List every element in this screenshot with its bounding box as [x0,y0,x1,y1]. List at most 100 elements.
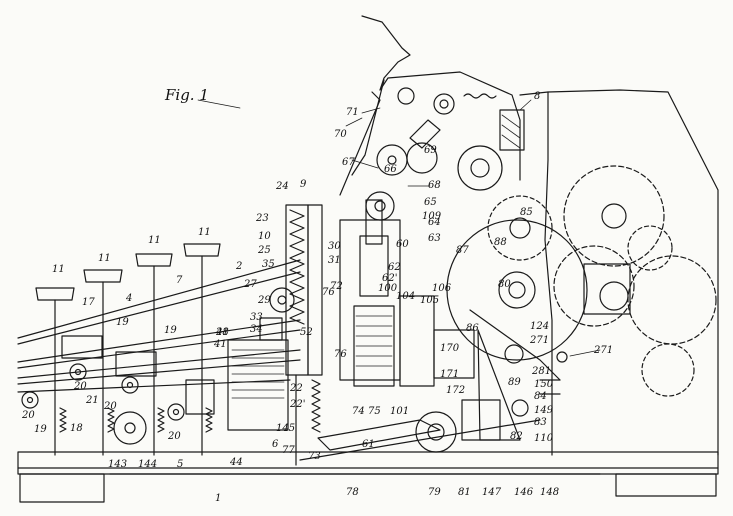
ref-numeral: 22 [290,383,303,394]
ref-numeral: 64 [428,217,441,228]
ref-numeral: 18 [70,423,83,434]
ref-numeral: 2 [236,261,243,272]
ref-numeral: 6 [272,439,279,450]
ref-numeral: 145 [276,423,296,434]
ref-numeral: 11 [98,253,111,264]
ref-numeral: 147 [482,487,502,498]
ref-numeral: 80 [498,279,511,290]
ref-numeral: 23 [256,213,269,224]
ref-numeral: 71 [346,107,359,118]
ref-numeral: 25 [258,245,271,256]
ref-numeral: 88 [494,237,507,248]
ref-numeral: 271 [594,345,614,356]
ref-numeral: 30 [328,241,341,252]
type-bar-column [227,204,323,466]
ref-numeral: 65 [424,197,437,208]
ref-numeral: 146 [514,487,534,498]
ref-numeral: 62 [388,262,401,273]
ref-numeral: 20 [22,410,35,421]
figure-label: Fig. 1 [165,86,209,104]
ref-numeral: 106 [432,283,452,294]
ref-numeral: 62' [382,273,398,284]
ref-numeral: 35 [262,259,275,270]
ref-numeral: 66 [384,164,397,175]
machine-base [17,451,719,503]
ref-numeral: 172 [446,385,466,396]
ref-numeral: 5 [177,459,184,470]
ref-numeral: 31 [328,255,341,266]
ref-numeral: 17 [82,297,95,308]
ref-numeral: 11 [52,264,65,275]
ref-numeral: 86 [466,323,479,334]
ref-numeral: 73 [308,451,321,462]
ref-numeral: 21 [86,395,99,406]
ref-numeral: 61 [362,439,375,450]
ref-numeral: 79 [428,487,441,498]
upper-housing [339,15,525,196]
ref-numeral: 44 [230,457,243,468]
ref-numeral: 11 [198,227,211,238]
ref-numeral: 10 [258,231,271,242]
ref-numeral: 27 [244,279,257,290]
ref-numeral: 63 [428,233,441,244]
ref-numeral: 24 [276,181,289,192]
ref-numeral: 105 [420,295,440,306]
ref-numeral: 19 [116,317,129,328]
ref-numeral: 81 [458,487,471,498]
ref-numeral: 52 [300,327,313,338]
ref-numeral: 109 [422,211,442,222]
ref-numeral: 67 [342,157,355,168]
ref-numeral: 76 [334,349,347,360]
gear-train [446,165,717,441]
ref-numeral: 101 [390,406,410,417]
ref-numeral: 4 [126,293,133,304]
ref-numeral: 70 [334,129,347,140]
ref-numeral: 19 [164,325,177,336]
leader-lines [197,99,601,357]
ref-numeral: 22' [290,399,306,410]
ref-numeral: 87 [456,245,469,256]
ref-numeral: 33 [250,312,263,323]
ref-numeral: 68 [428,180,441,191]
ref-numeral: 82 [510,431,523,442]
ref-numeral: 143 [108,459,128,470]
ref-numeral: 34 [250,324,263,335]
ref-numeral: 171 [440,369,460,380]
ref-numeral: 271 [530,335,550,346]
ref-numeral: 7 [176,275,183,286]
ref-numeral: 20 [168,431,181,442]
ref-numeral: 74 [352,406,365,417]
ref-numeral: 48 [216,327,229,338]
ref-numeral: 150 [534,379,554,390]
ref-numeral: 1 [215,493,222,504]
ref-numeral: 29 [258,295,271,306]
ref-numeral: 144 [138,459,158,470]
ref-numeral: 20 [74,381,87,392]
ref-numeral: 170 [440,343,460,354]
ref-numeral: 148 [540,487,560,498]
ref-numeral: 100 [378,283,398,294]
ref-numeral: 76 [322,287,335,298]
ref-numeral: 149 [534,405,554,416]
ref-numeral: 41 [214,339,227,350]
ref-numeral: 77 [282,445,295,456]
ref-numeral: 124 [530,321,550,332]
ref-numeral: 89 [508,377,521,388]
ref-numeral: 72 [330,281,343,292]
right-frame [519,89,719,456]
ref-numeral: 9 [300,179,307,190]
keyboard-section [17,243,301,456]
ref-numeral: 84 [534,391,547,402]
ref-numeral: 75 [368,406,381,417]
ref-numeral: 110 [534,433,554,444]
ref-numeral: 104 [396,291,416,302]
ref-numeral: 85 [520,207,533,218]
ref-numeral: 21 [216,327,229,338]
ref-numeral: 20 [104,401,117,412]
ref-numeral: 8 [534,91,541,102]
ref-numeral: 83 [534,417,547,428]
ref-numeral: 69 [424,145,437,156]
ref-numeral: 78 [346,487,359,498]
